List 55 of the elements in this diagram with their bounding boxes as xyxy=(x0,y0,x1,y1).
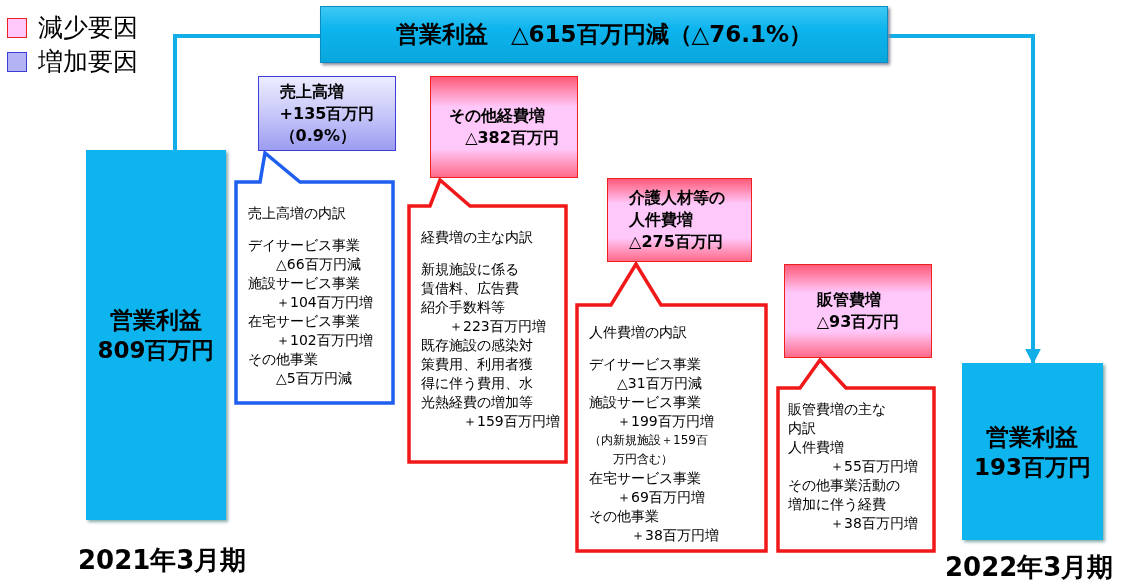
callout-text: （内新規施設＋159百万円含む） xyxy=(589,432,709,468)
callout-text: 施設サービス事業 xyxy=(248,274,361,293)
profit-bar xyxy=(86,150,226,520)
factor-box xyxy=(784,264,932,358)
callout-text: ＋55百万円増 xyxy=(829,457,919,476)
callout-text: ＋199百万円増 xyxy=(616,412,715,431)
callout-text: △66百万円減 xyxy=(275,255,362,274)
callout-text: ＋38百万円増 xyxy=(630,526,720,545)
profit-bar xyxy=(962,363,1103,540)
arrow xyxy=(888,34,1041,365)
callout-heading: 販管費増の主な内訳 xyxy=(788,400,887,438)
box-label: △275百万円 xyxy=(629,231,724,253)
factor-box xyxy=(607,178,752,262)
bar-label: 営業利益 xyxy=(109,306,203,335)
box-label: その他経費増 xyxy=(449,105,547,127)
callout-text: 既存施設の感染対策費用、利用者獲得に伴う費用、水光熱経費の増加等 xyxy=(421,336,534,412)
legend-label: 増加要因 xyxy=(38,46,138,78)
box-label: （0.9%） xyxy=(279,124,357,147)
callout-text: ＋104百万円増 xyxy=(275,293,374,312)
callout-heading: 売上高増の内訳 xyxy=(248,204,347,223)
bar-label: 809百万円 xyxy=(97,336,215,365)
callout-text: その他事業 xyxy=(589,507,660,526)
box-label: △93百万円 xyxy=(816,311,900,333)
callout-text: 人件費増 xyxy=(788,438,845,457)
banner-box: 営業利益 △615百万円減（△76.1%） xyxy=(320,6,888,63)
legend-label: 減少要因 xyxy=(38,12,138,44)
period-label: 2021年3月期 xyxy=(78,544,247,577)
callout-text: ＋38百万円増 xyxy=(829,514,919,533)
factor-box xyxy=(258,76,396,151)
callout-text: 在宅サービス事業 xyxy=(248,312,361,331)
callout-heading: 経費増の主な内訳 xyxy=(421,228,534,247)
box-label: △382百万円 xyxy=(464,127,559,149)
callout-text: デイサービス事業 xyxy=(248,236,361,255)
period-label: 2022年3月期 xyxy=(945,551,1114,584)
callout-text: その他事業 xyxy=(248,350,319,369)
callout-text: 新規施設に係る賃借料、広告費紹介手数料等 xyxy=(421,260,520,317)
bar-label: 193百万円 xyxy=(974,452,1091,482)
callout-text: ＋223百万円増 xyxy=(448,317,547,336)
callout-heading: 人件費増の内訳 xyxy=(589,323,688,342)
box-label: +135百万円 xyxy=(279,102,375,125)
callout-text: 施設サービス事業 xyxy=(589,393,702,412)
callout-text: ＋69百万円増 xyxy=(616,488,706,507)
factor-box xyxy=(430,76,578,178)
callout-text: その他事業活動の増加に伴う経費 xyxy=(788,476,901,514)
callout-text: デイサービス事業 xyxy=(589,355,702,374)
callout-text: ＋159百万円増 xyxy=(462,412,561,431)
box-label: 売上高増 xyxy=(279,80,345,103)
callout-text: △31百万円減 xyxy=(616,374,703,393)
box-label: 介護人材等の人件費増 xyxy=(629,187,727,231)
callout-text: 在宅サービス事業 xyxy=(589,469,702,488)
callout-text: ＋102百万円増 xyxy=(275,331,374,350)
callout-text: △5百万円減 xyxy=(275,369,353,388)
connector-line xyxy=(173,34,320,150)
bar-label: 営業利益 xyxy=(985,422,1080,452)
box-label: 販管費増 xyxy=(816,289,882,311)
